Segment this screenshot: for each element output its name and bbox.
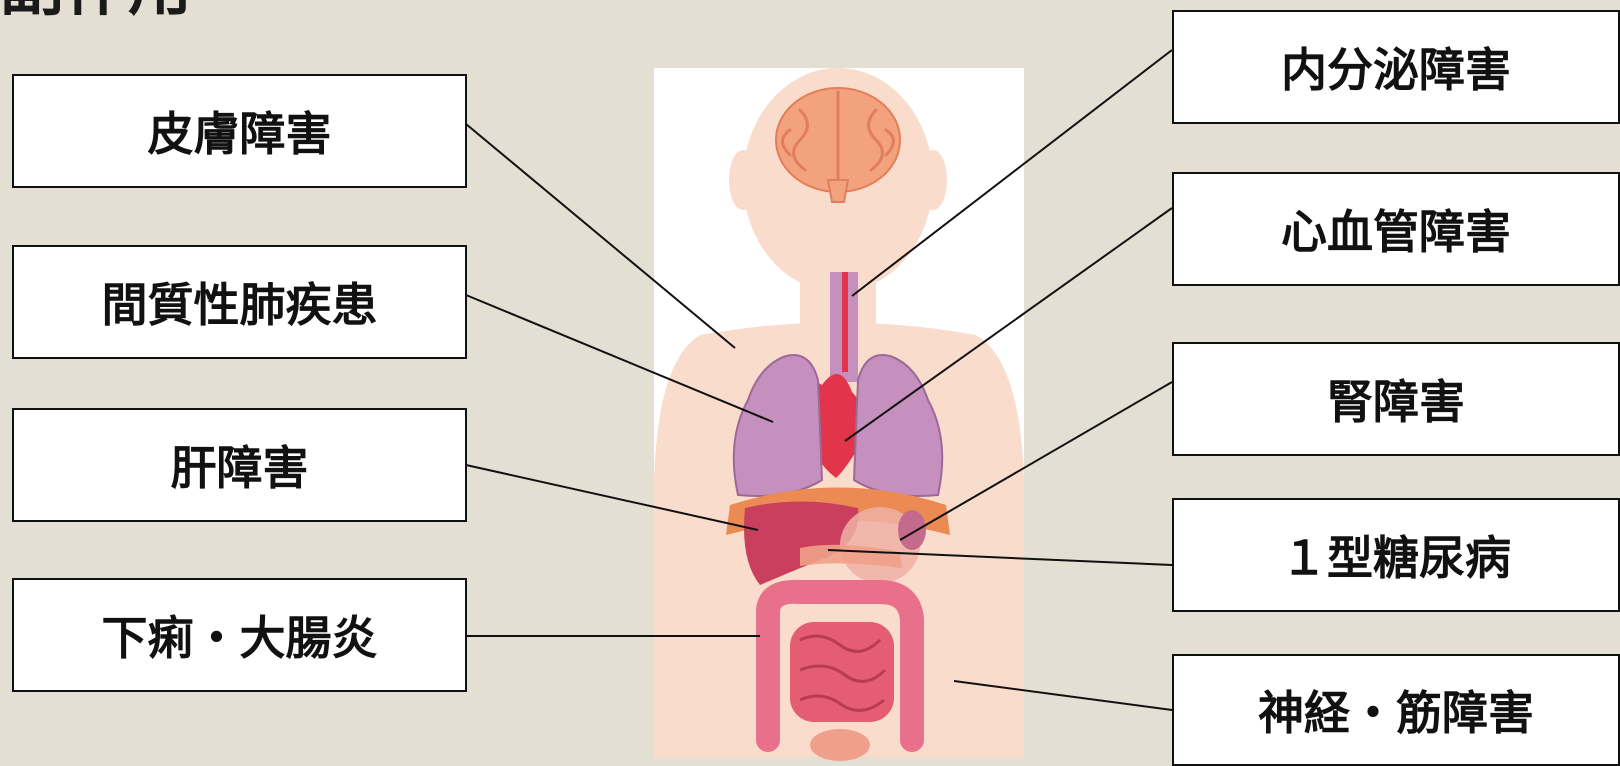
connector-skin <box>466 124 735 348</box>
label-kidney-disorder: 腎障害 <box>1172 342 1620 456</box>
label-cardiovascular-disorder: 心血管障害 <box>1172 172 1620 286</box>
label-skin-disorder: 皮膚障害 <box>12 74 467 188</box>
label-endocrine-disorder: 内分泌障害 <box>1172 10 1620 124</box>
label-neuromuscular-disorder: 神経・筋障害 <box>1172 654 1620 766</box>
label-type1-diabetes: １型糖尿病 <box>1172 498 1620 612</box>
label-liver-disorder: 肝障害 <box>12 408 467 522</box>
label-diarrhea-colitis: 下痢・大腸炎 <box>12 578 467 692</box>
label-interstitial-lung-disease: 間質性肺疾患 <box>12 245 467 359</box>
trachea-icon <box>830 272 858 382</box>
